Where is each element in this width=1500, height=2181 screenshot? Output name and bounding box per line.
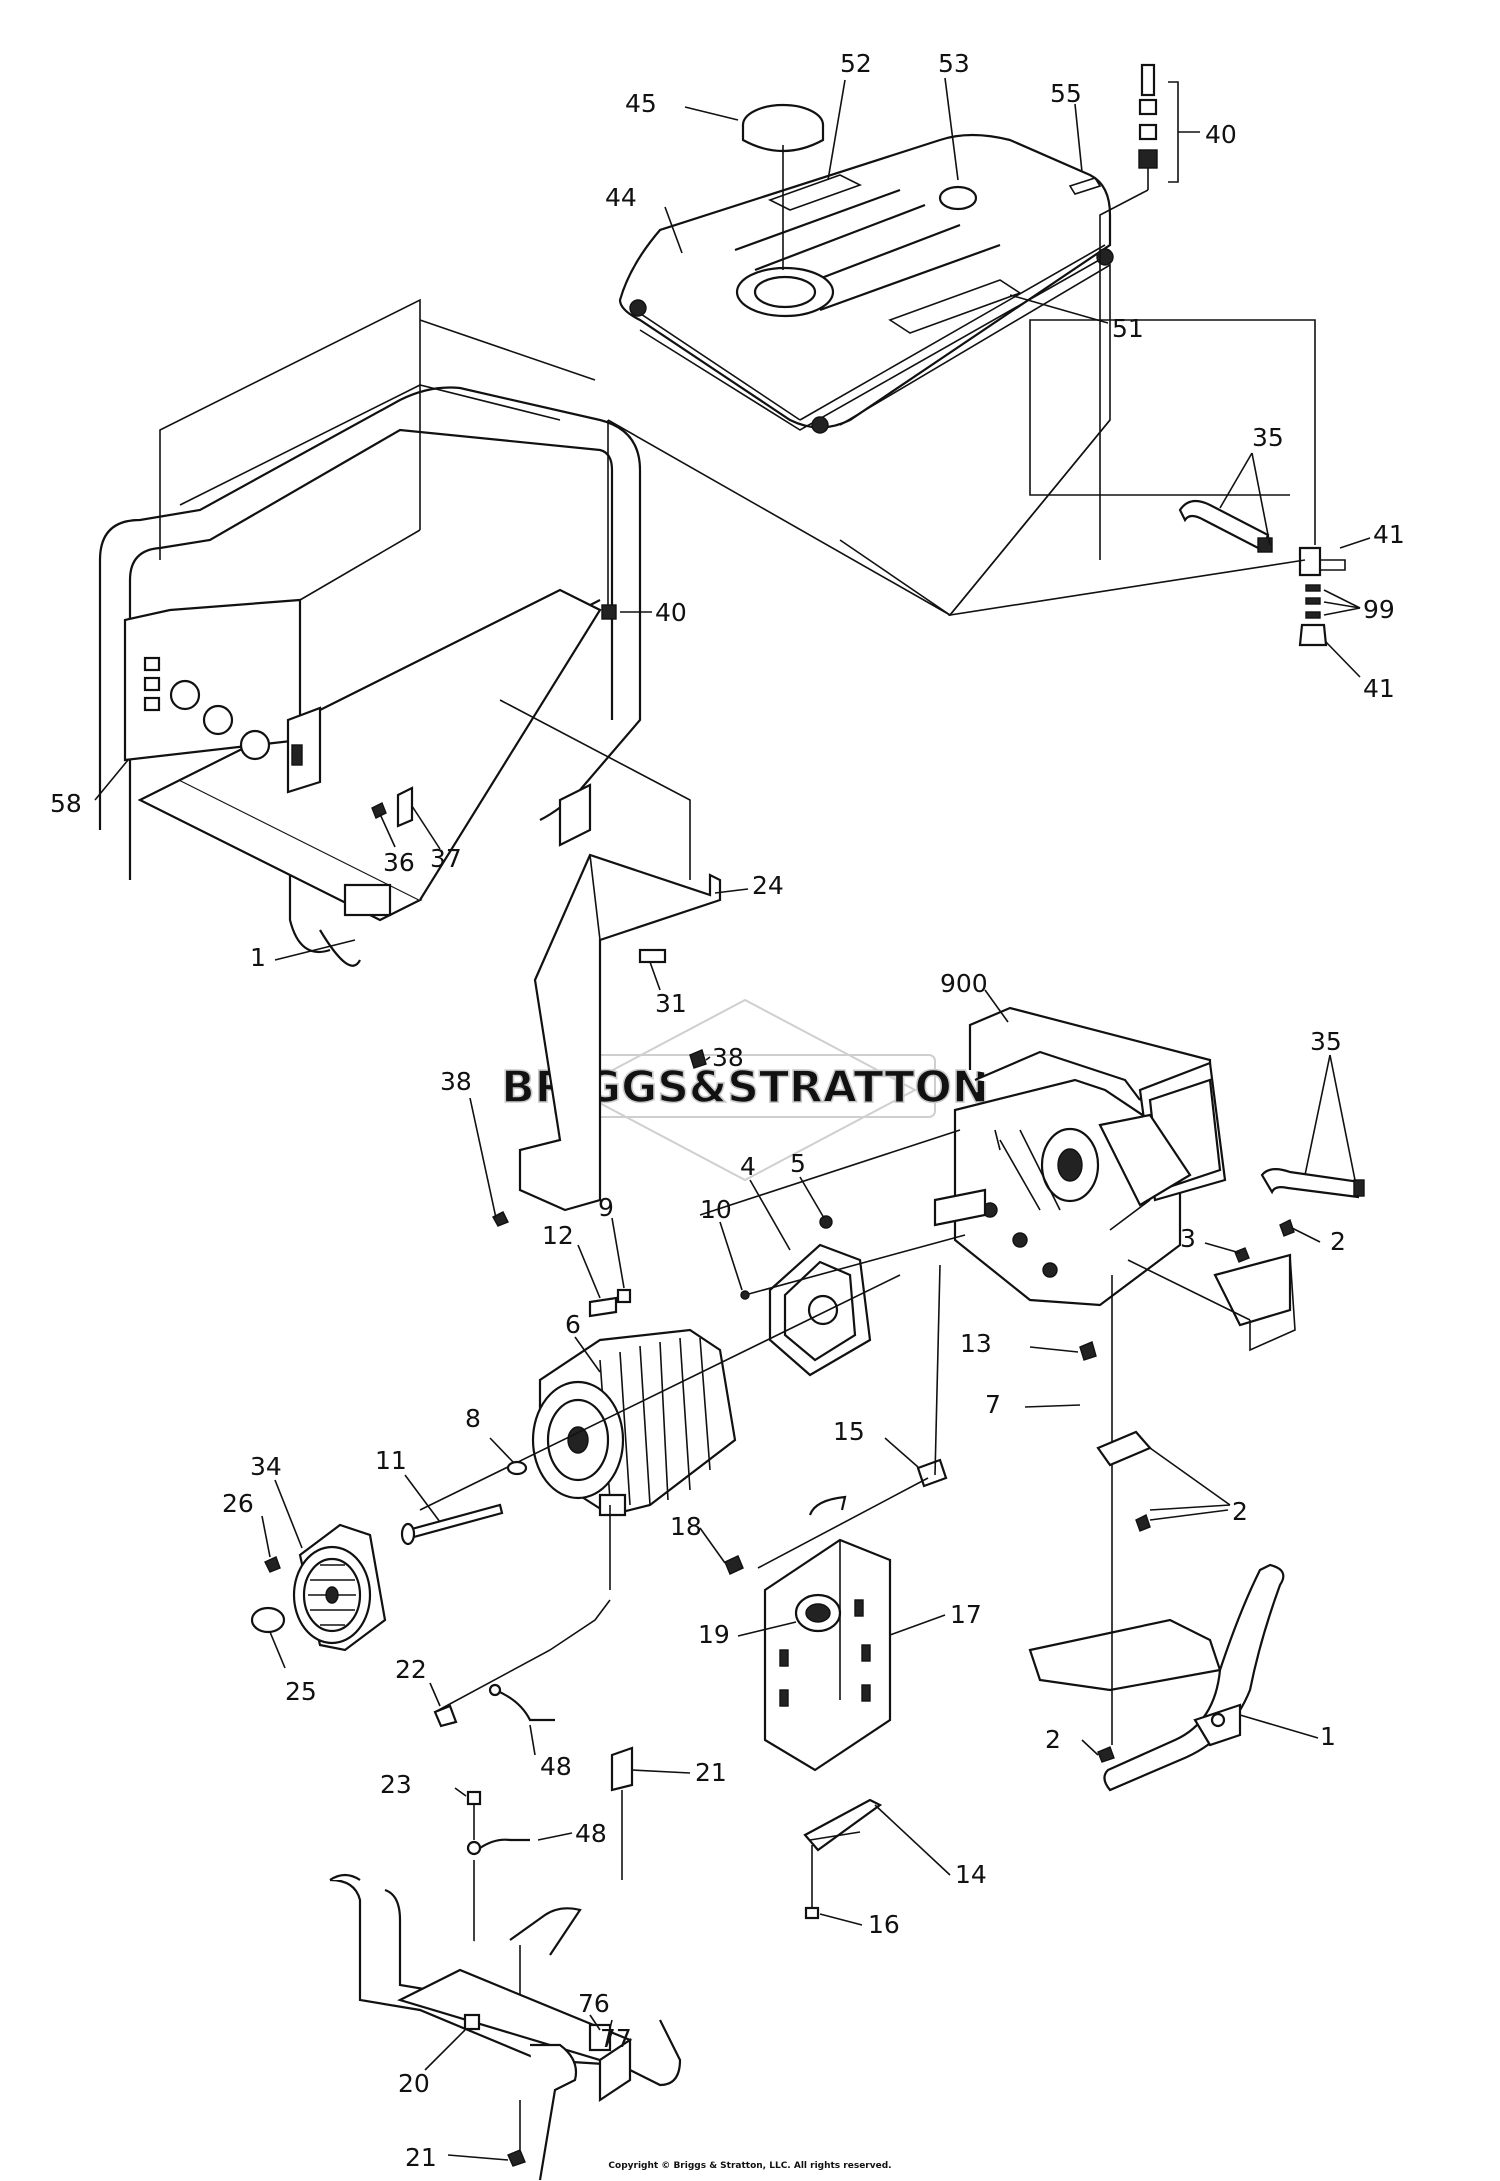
callout-10: 10: [700, 1195, 732, 1224]
callout-13: 13: [960, 1329, 992, 1358]
callout-38: 38: [712, 1043, 744, 1072]
callout-17: 17: [950, 1600, 982, 1629]
callout-26: 26: [222, 1489, 254, 1518]
callout-11: 11: [375, 1446, 407, 1475]
callout-9: 9: [598, 1193, 614, 1222]
callout-15: 15: [833, 1417, 865, 1446]
callout-19: 19: [698, 1620, 730, 1649]
hardware-stack-40: [1099, 63, 1200, 560]
ground-wire-48: [433, 1599, 634, 1880]
callout-52: 52: [840, 49, 872, 78]
bracket-24: [499, 699, 722, 1212]
callout-16: 16: [868, 1910, 900, 1939]
mount-bracket-2: [1096, 1430, 1231, 1532]
callout-41: 41: [1363, 674, 1395, 703]
callout-44: 44: [605, 183, 637, 212]
callout-5: 5: [790, 1149, 806, 1178]
callout-51: 51: [1112, 314, 1144, 343]
callout-21: 21: [405, 2143, 437, 2172]
alternator-6: [419, 1274, 901, 1590]
mount-feet-right: [1111, 1219, 1296, 1525]
callout-labels: 45 52 53 55 40 44 51 35 41 99 41 40 58 3…: [50, 49, 1405, 2172]
callout-25: 25: [285, 1677, 317, 1706]
callout-7: 7: [985, 1390, 1001, 1419]
callout-40: 40: [655, 598, 687, 627]
callout-53: 53: [938, 49, 970, 78]
callout-35: 35: [1252, 423, 1284, 452]
blower-housing-4: [699, 1129, 966, 1377]
callout-48: 48: [575, 1819, 607, 1848]
callout-35: 35: [1310, 1027, 1342, 1056]
callout-23: 23: [380, 1770, 412, 1799]
fuel-cap: [741, 103, 825, 270]
front-cradle-20: [329, 1873, 682, 2181]
callout-2: 2: [1045, 1725, 1061, 1754]
callout-45: 45: [625, 89, 657, 118]
rear-cradle-1: [1028, 1525, 1285, 1792]
callout-99: 99: [1363, 595, 1395, 624]
callout-4: 4: [740, 1152, 756, 1181]
callout-55: 55: [1050, 79, 1082, 108]
callout-38: 38: [440, 1067, 472, 1096]
callout-21: 21: [695, 1758, 727, 1787]
callout-2: 2: [1232, 1497, 1248, 1526]
muffler-17: [724, 1495, 892, 1772]
copyright-notice: Copyright © Briggs & Stratton, LLC. All …: [608, 2161, 892, 2171]
fuel-tank: [618, 133, 1114, 617]
fuel-line-35b: [1260, 1168, 1365, 1199]
callout-48: 48: [540, 1752, 572, 1781]
rear-cover-34: [250, 1523, 387, 1652]
callout-3: 3: [1180, 1224, 1196, 1253]
frame: [98, 298, 951, 967]
callout-24: 24: [752, 871, 784, 900]
callout-40: 40: [1205, 120, 1237, 149]
label-51-shape: [888, 279, 1022, 334]
callout-14: 14: [955, 1860, 987, 1889]
callout-900: 900: [940, 969, 988, 998]
callout-2: 2: [1330, 1227, 1346, 1256]
heat-shield-14: [803, 1798, 883, 1920]
bolt-12: [588, 1288, 632, 1318]
callout-76: 76: [578, 1989, 610, 2018]
callout-41: 41: [1373, 520, 1405, 549]
gasket-15: [757, 1264, 948, 1569]
engine-900: [933, 1006, 1227, 1307]
callout-6: 6: [565, 1310, 581, 1339]
callout-22: 22: [395, 1655, 427, 1684]
through-bolt-11: [400, 1460, 528, 1546]
callout-58: 58: [50, 789, 82, 818]
callout-34: 34: [250, 1452, 282, 1481]
callout-18: 18: [670, 1512, 702, 1541]
screws-38: [492, 1049, 707, 1227]
callout-36: 36: [383, 848, 415, 877]
fuel-line-assembly: [948, 319, 1346, 647]
callout-37: 37: [430, 844, 462, 873]
leader-lines: [94, 77, 1371, 2161]
callout-31: 31: [655, 989, 687, 1018]
callout-20: 20: [398, 2069, 430, 2098]
callout-1: 1: [1320, 1722, 1336, 1751]
callout-12: 12: [542, 1221, 574, 1250]
callout-1: 1: [250, 943, 266, 972]
callout-8: 8: [465, 1404, 481, 1433]
callout-77: 77: [600, 2024, 632, 2053]
ground-screw-23: [466, 1790, 530, 2005]
